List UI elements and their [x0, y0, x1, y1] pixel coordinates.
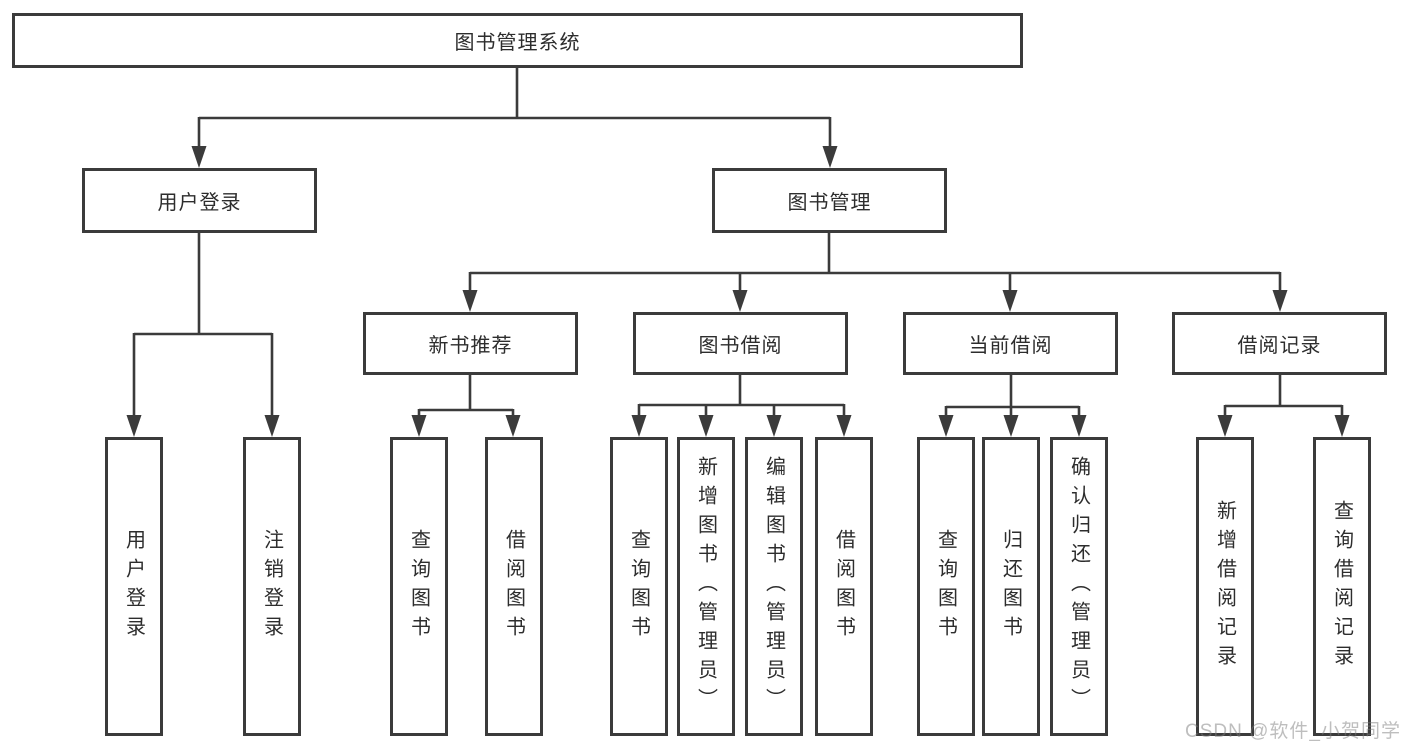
leaf-query-books-borrow: 查询图书 [610, 437, 668, 736]
node-book-borrowing: 图书借阅 [633, 312, 848, 375]
leaf-label: 注销登录 [260, 528, 283, 645]
leaf-logout: 注销登录 [243, 437, 301, 736]
node-label: 借阅记录 [1237, 335, 1322, 357]
leaf-label: 归还图书 [999, 528, 1022, 645]
leaf-label: 借阅图书 [502, 528, 525, 645]
node-book-management: 图书管理 [712, 168, 947, 233]
leaf-label: 查询图书 [627, 528, 650, 645]
node-label: 图书管理系统 [454, 32, 581, 54]
leaf-label: 编辑图书（管理员） [762, 456, 785, 717]
leaf-label: 确认归还（管理员） [1067, 456, 1090, 717]
arrowheads [126, 146, 1350, 437]
node-label: 图书管理 [787, 192, 872, 214]
leaf-label: 查询图书 [407, 528, 430, 645]
node-library-management-system: 图书管理系统 [12, 13, 1023, 68]
node-user-login: 用户登录 [82, 168, 317, 233]
leaf-label: 新增图书（管理员） [694, 456, 717, 717]
node-label: 新书推荐 [428, 335, 513, 357]
leaf-label: 查询图书 [934, 528, 957, 645]
leaf-borrow-books: 借阅图书 [815, 437, 873, 736]
leaf-confirm-return-admin: 确认归还（管理员） [1050, 437, 1108, 736]
leaf-label: 查询借阅记录 [1330, 499, 1353, 674]
node-label: 当前借阅 [968, 335, 1053, 357]
csdn-watermark: CSDN @软件_小贺同学 [1185, 721, 1401, 742]
leaf-user-login: 用户登录 [105, 437, 163, 736]
leaf-query-borrow-record: 查询借阅记录 [1313, 437, 1371, 736]
node-current-borrowing: 当前借阅 [903, 312, 1118, 375]
leaf-label: 用户登录 [122, 528, 145, 645]
node-new-book-recommendation: 新书推荐 [363, 312, 578, 375]
leaf-query-books-recommend: 查询图书 [390, 437, 448, 736]
leaf-borrow-books-recommend: 借阅图书 [485, 437, 543, 736]
node-label: 用户登录 [157, 192, 242, 214]
leaf-label: 借阅图书 [832, 528, 855, 645]
node-label: 图书借阅 [698, 335, 783, 357]
leaf-return-books: 归还图书 [982, 437, 1040, 736]
leaf-label: 新增借阅记录 [1213, 499, 1236, 674]
leaf-add-borrow-record: 新增借阅记录 [1196, 437, 1254, 736]
leaf-edit-books-admin: 编辑图书（管理员） [745, 437, 803, 736]
leaf-add-books-admin: 新增图书（管理员） [677, 437, 735, 736]
leaf-query-books-current: 查询图书 [917, 437, 975, 736]
node-borrowing-records: 借阅记录 [1172, 312, 1387, 375]
